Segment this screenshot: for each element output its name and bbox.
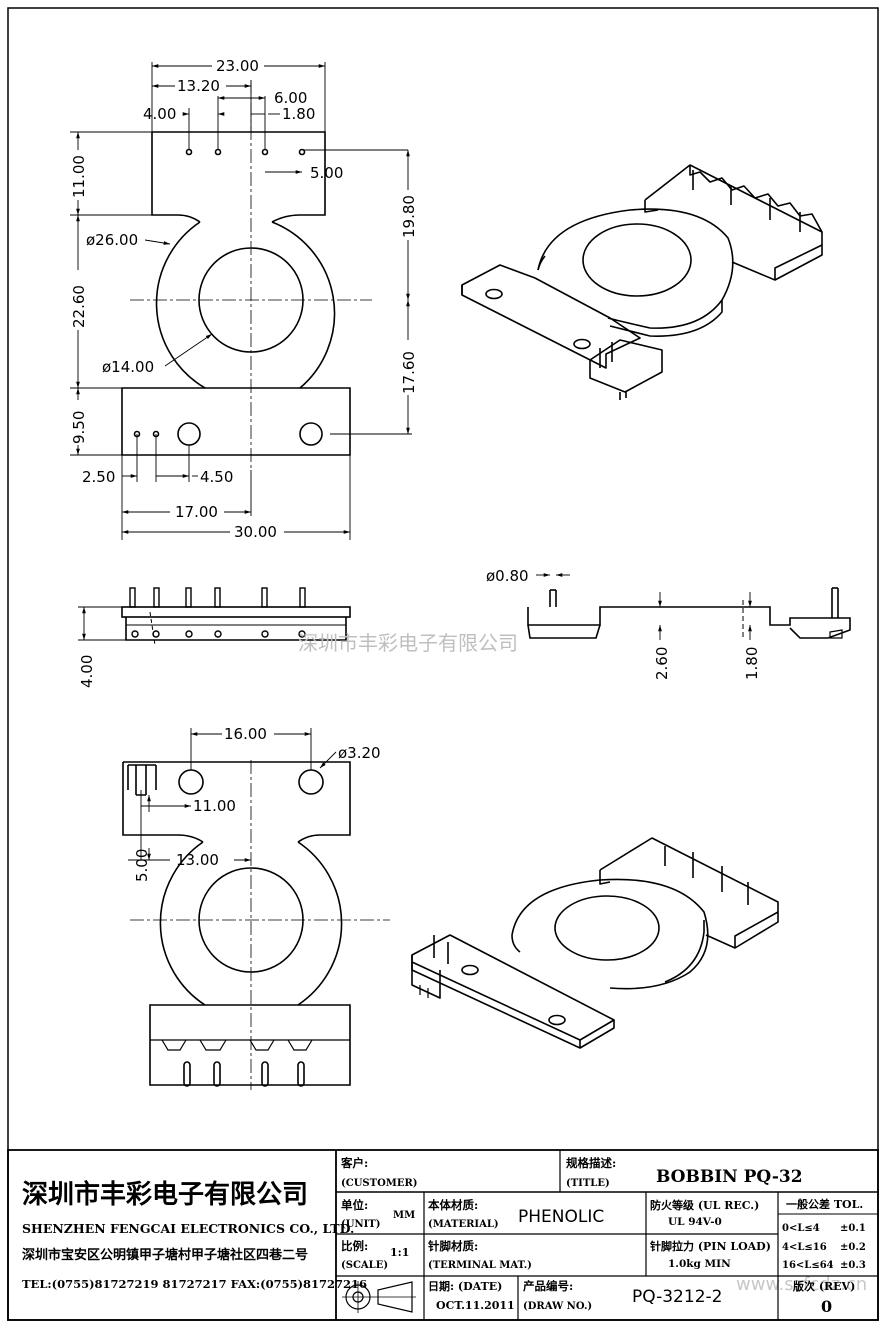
dim-30-00: 30.00: [234, 523, 277, 541]
dim-2-50: 2.50: [82, 468, 115, 486]
dim-9-50: 9.50: [70, 411, 88, 444]
unit-label-cn: 单位:: [341, 1198, 368, 1212]
isometric-view-top: [461, 164, 823, 400]
top-view-dim-text: 23.00 13.20 6.00 4.00 1.80 5.00 11.00 19…: [70, 57, 418, 541]
dim-1-80-side: 1.80: [743, 647, 761, 680]
pin-load-value: 1.0kg MIN: [668, 1258, 731, 1270]
material-value: PHENOLIC: [518, 1207, 604, 1227]
dim-11-00-bottom: 11.00: [193, 797, 236, 815]
dim-dia-3-20: ø3.20: [338, 744, 381, 762]
tolerance-value-1: ±0.1: [840, 1223, 866, 1234]
company-name-en: SHENZHEN FENGCAI ELECTRONICS CO., LTD.: [22, 1221, 354, 1236]
terminal-label-cn: 针脚材质:: [428, 1239, 478, 1253]
company-name-cn: 深圳市丰彩电子有限公司: [22, 1179, 308, 1210]
dim-17-00: 17.00: [175, 503, 218, 521]
scale-label-en: (SCALE): [341, 1260, 388, 1271]
tolerance-value-3: ±0.3: [840, 1260, 866, 1271]
side-view-right: [527, 587, 851, 640]
tolerance-range-2: 4<L≤16: [782, 1242, 827, 1253]
bottom-view: [122, 761, 351, 1087]
dim-dia-26-00: ø26.00: [86, 231, 138, 249]
dim-5-00-top: 5.00: [310, 164, 343, 182]
customer-label-cn: 客户:: [340, 1156, 368, 1170]
side-view-right-dims: [536, 573, 752, 640]
title-label-en: (TITLE): [566, 1178, 610, 1189]
scale-label-cn: 比例:: [341, 1239, 368, 1253]
tolerance-range-1: 0<L≤4: [782, 1223, 820, 1234]
dim-16-00: 16.00: [224, 725, 267, 743]
top-view-dim-lines: [70, 62, 412, 540]
terminal-label-en: (TERMINAL MAT.): [428, 1260, 532, 1271]
dim-4-00-side: 4.00: [78, 655, 96, 688]
company-contact: TEL:(0755)81727219 81727217 FAX:(0755)81…: [22, 1277, 367, 1291]
scale-value: 1:1: [390, 1246, 409, 1259]
dim-4-50: 4.50: [200, 468, 233, 486]
tolerance-range-3: 16<L≤64: [782, 1260, 834, 1271]
side-view-left: [121, 587, 351, 646]
side-view-left-dims: [78, 606, 126, 641]
watermark-site: www.szfcdz.cn: [736, 1274, 867, 1295]
projection-symbol-icon: [342, 1281, 416, 1313]
title-label-cn: 规格描述:: [566, 1156, 616, 1170]
customer-label-en: (CUSTOMER): [341, 1178, 418, 1189]
top-view: [121, 131, 351, 456]
dim-6-00: 6.00: [274, 89, 307, 107]
company-address: 深圳市宝安区公明镇甲子塘村甲子塘社区四巷二号: [22, 1247, 308, 1263]
dim-11-00-left: 11.00: [70, 155, 88, 198]
dim-dia-0-80: ø0.80: [486, 567, 529, 585]
dim-23-00: 23.00: [216, 57, 259, 75]
dim-13-20: 13.20: [177, 77, 220, 95]
ul-label: 防火等级 (UL REC.): [650, 1198, 759, 1212]
date-label: 日期: (DATE): [428, 1279, 502, 1293]
revision-label: 版次 (REV): [793, 1279, 855, 1293]
watermark: 深圳市丰彩电子有限公司: [298, 631, 518, 655]
dim-dia-14-00: ø14.00: [102, 358, 154, 376]
top-view-centerlines: [130, 80, 372, 470]
ul-value: UL 94V-0: [668, 1216, 722, 1228]
dim-4-00-top: 4.00: [143, 105, 176, 123]
title-block-grid: [7, 1149, 879, 1321]
draw-no-value: PQ-3212-2: [632, 1287, 722, 1307]
date-value: OCT.11.2011: [436, 1299, 515, 1312]
material-label-cn: 本体材质:: [428, 1198, 478, 1212]
revision-value: 0: [821, 1297, 832, 1316]
dim-1-80-top: 1.80: [282, 105, 315, 123]
pin-load-label: 针脚拉力 (PIN LOAD): [650, 1239, 771, 1253]
material-label-en: (MATERIAL): [428, 1219, 499, 1230]
dim-2-60: 2.60: [653, 647, 671, 680]
title-value: BOBBIN PQ-32: [656, 1167, 803, 1187]
draw-no-label-en: (DRAW NO.): [523, 1301, 592, 1312]
dim-5-00-bottom: 5.00: [133, 849, 151, 882]
company-info: 深圳市丰彩电子有限公司 SHENZHEN FENGCAI ELECTRONICS…: [22, 1179, 367, 1291]
dim-19-80: 19.80: [400, 195, 418, 238]
isometric-view-bottom: [411, 837, 779, 1049]
title-block-fields: 客户: (CUSTOMER) 规格描述: (TITLE) BOBBIN PQ-3…: [340, 1156, 866, 1316]
dim-22-60: 22.60: [70, 285, 88, 328]
unit-label-en: (UNIT): [341, 1219, 380, 1230]
bottom-view-centerlines: [130, 760, 390, 1090]
draw-no-label-cn: 产品编号:: [523, 1279, 573, 1293]
bottom-view-dim-lines: [128, 728, 337, 862]
tolerance-label: 一般公差 TOL.: [786, 1197, 863, 1211]
unit-value: MM: [393, 1210, 415, 1221]
dim-17-60: 17.60: [400, 351, 418, 394]
dim-13-00: 13.00: [176, 851, 219, 869]
tolerance-value-2: ±0.2: [840, 1242, 866, 1253]
